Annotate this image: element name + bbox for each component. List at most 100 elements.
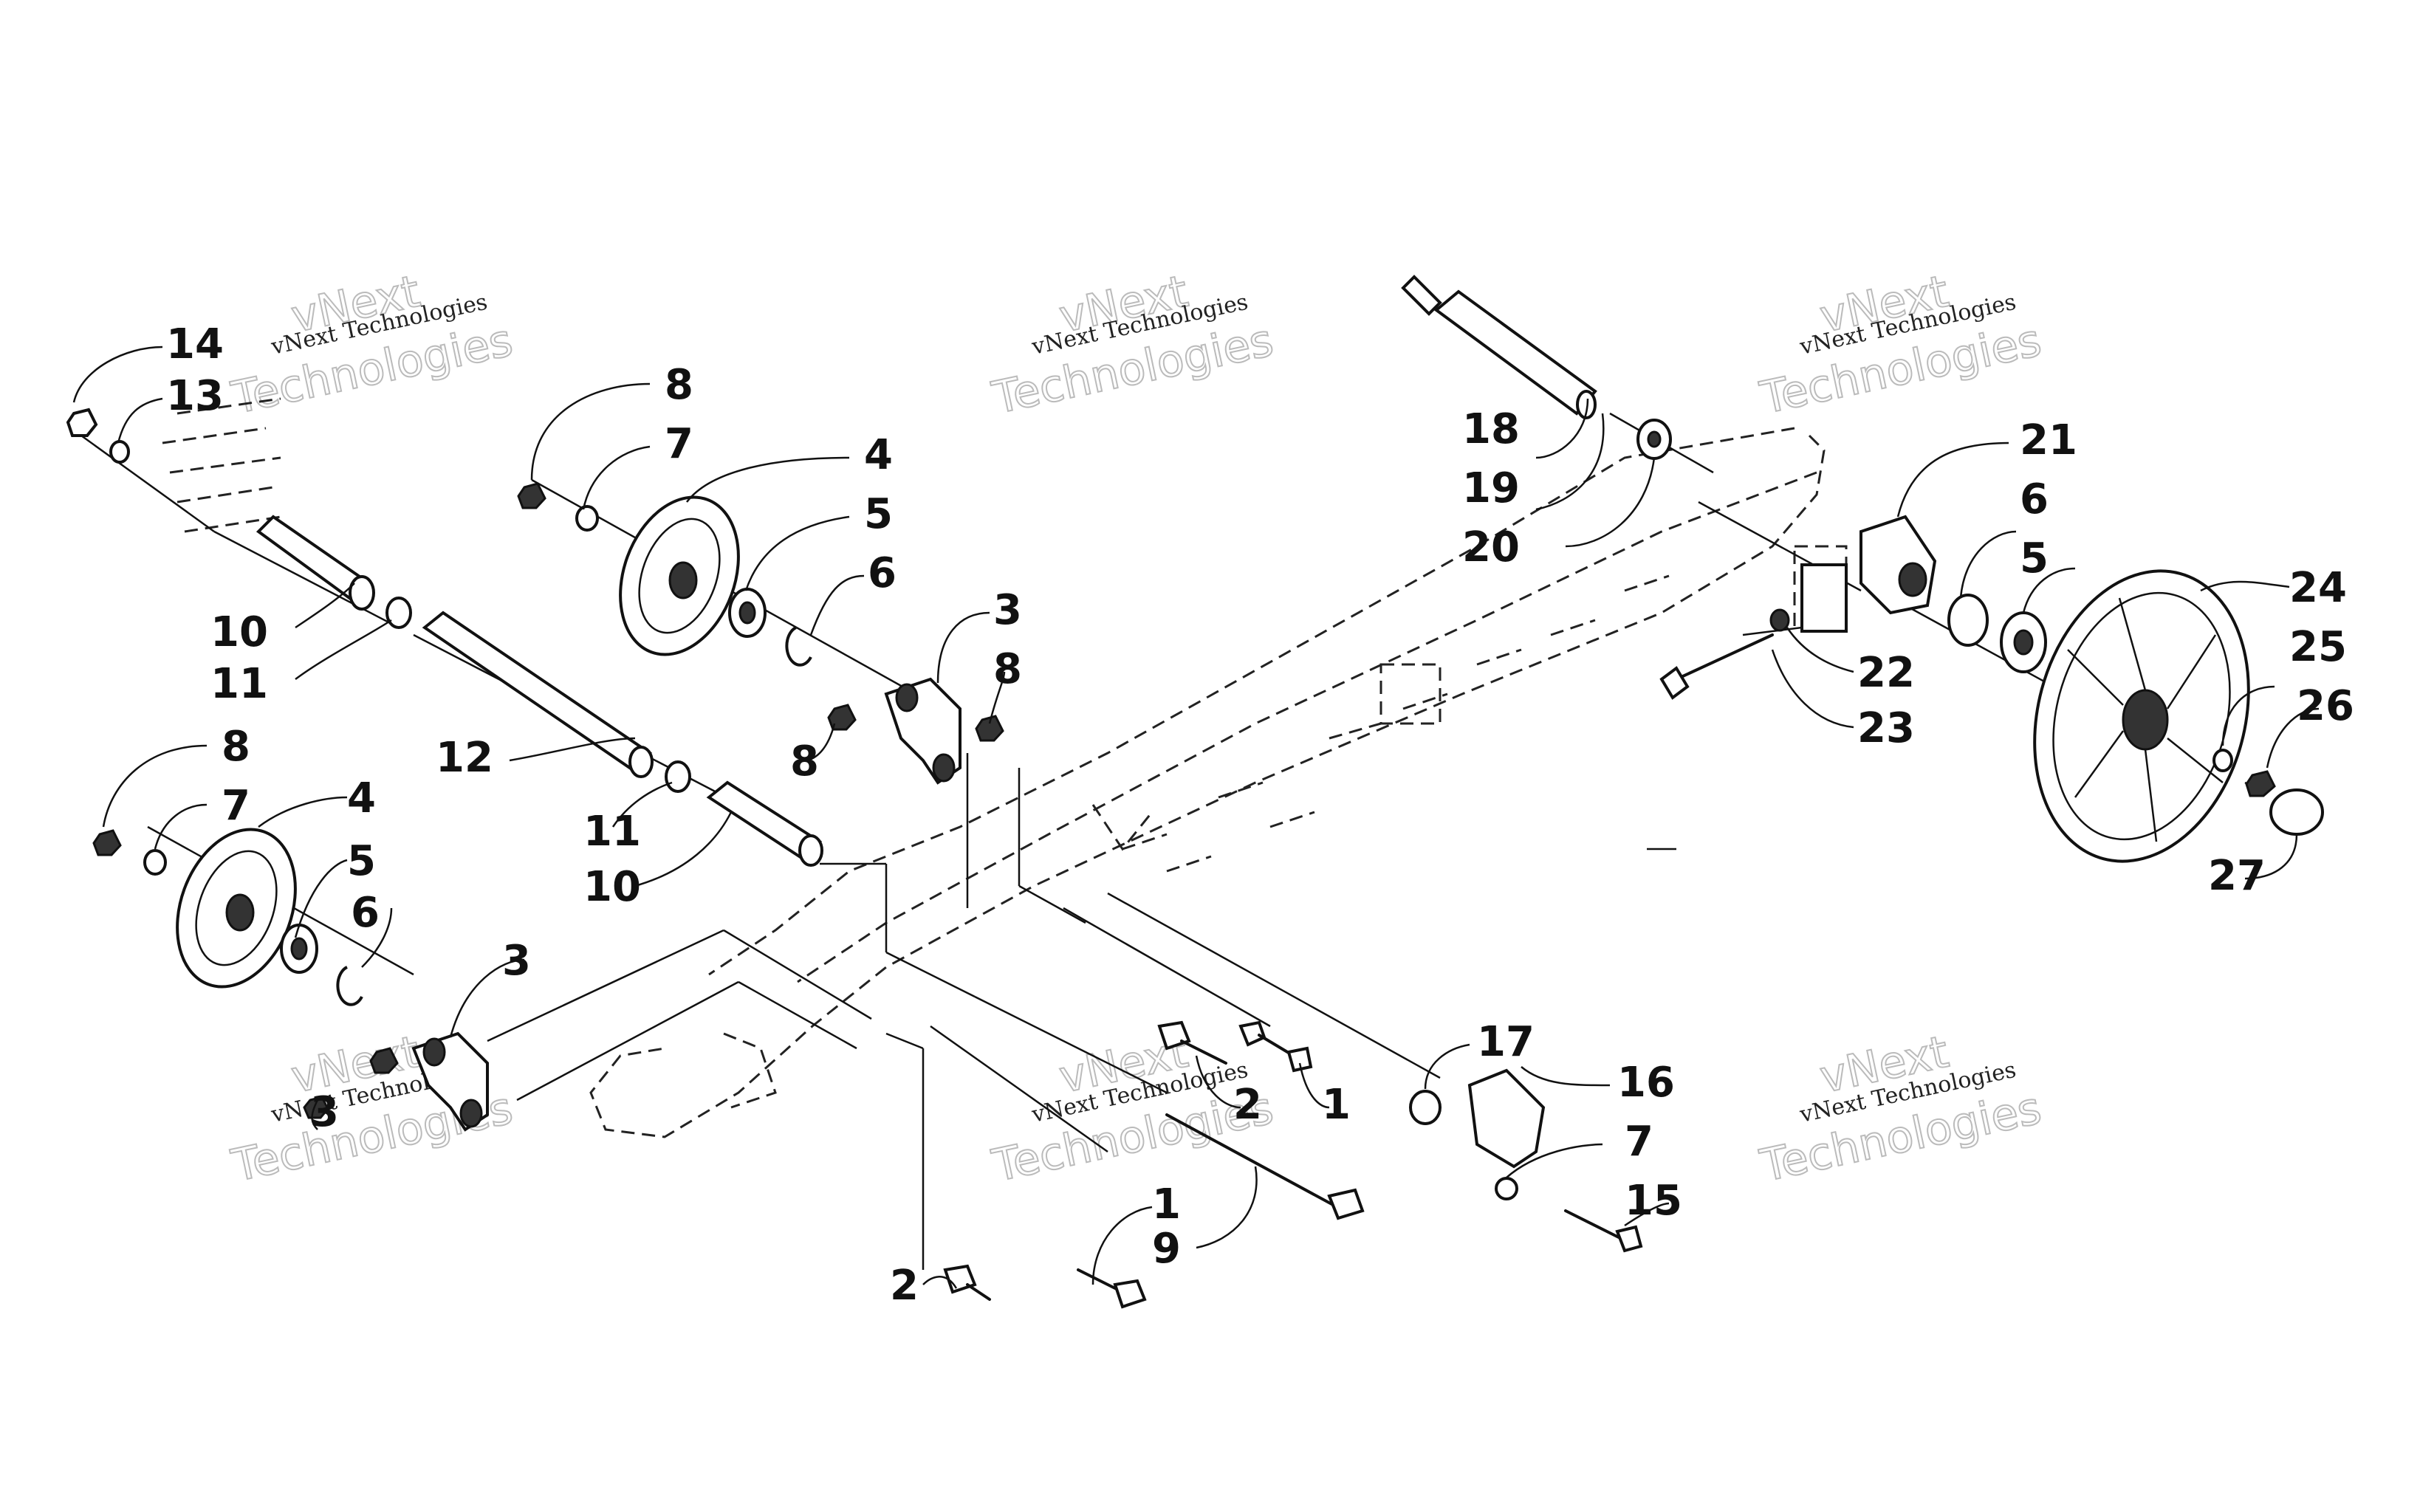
bracket-21-hub <box>1898 562 1927 597</box>
block-22 <box>1800 563 1848 633</box>
callout-23: 23 <box>1857 704 1915 752</box>
callout-5-lower: 5 <box>347 837 376 885</box>
nut-8-lower-bracket <box>369 1047 399 1074</box>
washer-13 <box>109 440 130 464</box>
callout-1-lower: 1 <box>1152 1181 1181 1228</box>
idler-wheel-4-lower-hub <box>225 893 255 932</box>
callout-9: 9 <box>1152 1225 1181 1273</box>
callout-2-lower: 2 <box>890 1262 919 1310</box>
callout-4-lower: 4 <box>347 774 376 822</box>
callout-15: 15 <box>1625 1177 1682 1225</box>
bolt-2-lower <box>943 1264 991 1301</box>
callout-3-lower: 3 <box>502 937 531 985</box>
nut-8-upper-wheel <box>517 482 546 509</box>
bolt-26 <box>2245 770 2276 797</box>
bolt-1-lower <box>1077 1268 1147 1309</box>
bolt-9-long <box>1165 1113 1365 1220</box>
callout-22: 22 <box>1857 649 1915 697</box>
callout-26: 26 <box>2297 682 2354 730</box>
callout-10-lower: 10 <box>583 863 641 911</box>
bracket-3-lower-hole-2 <box>459 1099 483 1128</box>
snap-ring-6-lower <box>336 966 363 1006</box>
slider-block-16 <box>1467 1068 1546 1169</box>
snap-ring-6-right <box>1947 594 1989 647</box>
shaft-18 <box>1401 275 1442 316</box>
callout-17: 17 <box>1477 1018 1535 1066</box>
nut-3-lower <box>303 1096 329 1119</box>
snap-ring-6-upper <box>785 626 812 667</box>
bolt-2-center <box>1157 1020 1227 1065</box>
bearing-5-upper-inner <box>738 601 756 625</box>
shaft-18-body <box>1433 289 1597 416</box>
nut-8-upper-bracket-left <box>827 704 857 731</box>
callout-5-right: 5 <box>2020 535 2049 583</box>
callout-8-upper-wheel: 8 <box>665 361 693 409</box>
nut-22 <box>1769 608 1790 632</box>
bearing-5-lower-inner <box>290 937 308 961</box>
slide-rail-frame <box>162 397 1848 1138</box>
washer-7-slider <box>1495 1177 1518 1200</box>
bracket-3-lower-hole <box>422 1037 446 1067</box>
callout-5-upper: 5 <box>864 490 893 538</box>
callout-14: 14 <box>166 320 224 368</box>
callout-8-lower-wheel: 8 <box>222 723 250 771</box>
watermark-top-right: vNext Technologies vNext Technologies <box>1755 265 2047 425</box>
callout-21: 21 <box>2020 416 2077 464</box>
shaft-18-end <box>1576 390 1597 419</box>
spacer-tube-10-upper-end <box>349 575 375 611</box>
callout-24: 24 <box>2289 564 2347 612</box>
spacer-17 <box>1409 1090 1442 1125</box>
callout-8-upper-bracket-right: 8 <box>993 645 1022 693</box>
callout-25: 25 <box>2289 623 2347 671</box>
callout-12: 12 <box>436 734 493 782</box>
bolt-23 <box>1659 633 1774 700</box>
callout-8-upper-bracket-left: 8 <box>790 738 819 786</box>
callout-27: 27 <box>2208 852 2266 900</box>
callout-6-upper: 6 <box>868 549 897 597</box>
washer-11-upper <box>385 597 412 629</box>
watermark-top-center: vNext Technologies vNext Technologies <box>987 265 1279 425</box>
washer-25 <box>2212 749 2233 772</box>
wheel-24 <box>2033 569 2250 863</box>
watermark-bottom-right: vNext Technologies vNext Technologies <box>1755 1025 2047 1193</box>
callout-2-center: 2 <box>1233 1081 1262 1129</box>
callout-6-right: 6 <box>2020 475 2049 523</box>
bracket-3-upper-hole-2 <box>932 753 956 783</box>
washer-11-lower <box>665 760 691 793</box>
idler-wheel-4-lower-rim <box>195 850 278 966</box>
callout-3-upper: 3 <box>993 586 1022 634</box>
spacer-tube-10-lower-end <box>798 834 823 867</box>
callout-18: 18 <box>1462 405 1520 453</box>
bracket-21 <box>1859 515 1937 615</box>
callout-leaders <box>72 346 2320 1289</box>
washer-7-upper-wheel <box>575 505 599 532</box>
callout-7-slider: 7 <box>1625 1118 1653 1166</box>
bolt-1-center <box>1238 1020 1313 1073</box>
callout-20: 20 <box>1462 523 1520 571</box>
washer-19-hole <box>1647 430 1662 448</box>
callout-7-upper-wheel: 7 <box>665 420 693 468</box>
callout-10-upper: 10 <box>210 608 268 656</box>
idler-wheel-4-upper-rim <box>638 518 721 634</box>
callout-16: 16 <box>1617 1059 1675 1107</box>
nut-8-upper-bracket-right <box>975 715 1004 742</box>
cap-27 <box>2269 788 2324 836</box>
callout-11-lower: 11 <box>583 808 641 856</box>
nut-8-lower-wheel <box>92 829 122 856</box>
callout-4-upper: 4 <box>864 431 893 479</box>
idler-wheel-4-upper-hub <box>668 561 698 599</box>
callout-1-center: 1 <box>1322 1081 1351 1129</box>
callout-3-lower-nut: 3 <box>310 1088 339 1136</box>
callout-11-upper: 11 <box>210 660 268 708</box>
callout-labels: 14 13 8 7 4 5 6 10 11 12 3 8 8 11 10 8 7… <box>166 320 2354 1310</box>
nut-14 <box>66 408 98 437</box>
axle-12-end <box>628 746 654 778</box>
callout-19: 19 <box>1462 464 1520 512</box>
washer-7-lower-wheel <box>143 849 167 876</box>
bearing-5-right-inner <box>2013 629 2034 656</box>
bracket-3-upper-hole <box>895 683 919 712</box>
callout-7-lower-wheel: 7 <box>222 782 250 830</box>
callout-6-lower: 6 <box>351 889 380 937</box>
callout-13: 13 <box>166 372 224 420</box>
